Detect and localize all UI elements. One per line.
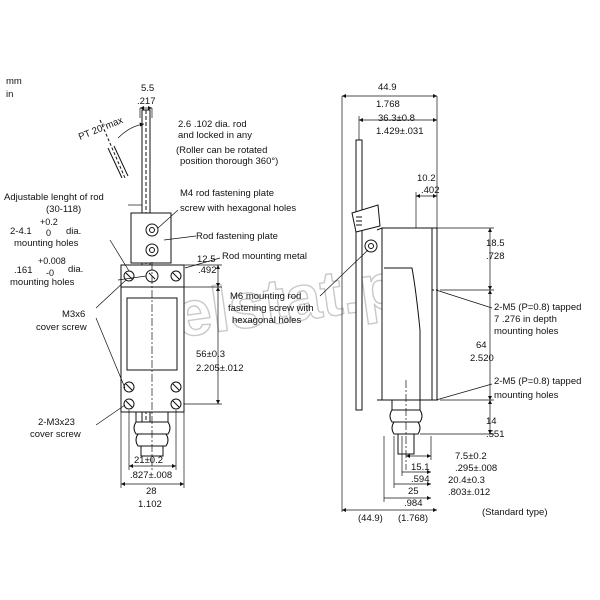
m6-label-1: M6 mounting rod [230,291,301,302]
m5-tap-1: 2-M5 (P=0.8) tapped [494,302,581,313]
unit-mm: mm [6,76,22,87]
m6-label-2: fastening screw with [228,303,314,314]
dim-1102: 1.102 [138,499,162,510]
m6-label-3: hexagonal holes [232,315,301,326]
dim-827: .827±.008 [130,470,172,481]
hole1-plus: +0.2 [40,217,58,227]
roller-note-2: position thorough 360°) [180,156,278,167]
dim-594: .594 [411,474,430,485]
right-view-drawing [351,139,440,470]
hole2-plus: +0.008 [38,256,66,266]
m4-plate-2: screw with hexagonal holes [180,203,296,214]
angle-label: PT 20°max [77,115,125,143]
dim-363: 36.3±0.8 [378,113,415,124]
standard-type-label: (Standard type) [482,507,547,518]
dim-204: 20.4±0.3 [448,475,485,486]
m5-tap-2: 7 .276 in depth [494,314,557,325]
adj-rod-1: Adjustable lenght of rod [4,192,104,203]
dim-bottom-mm: (44.9) [358,513,383,524]
dim-56: 56±0.3 [196,349,225,360]
dim-185: 18.5 [486,238,505,249]
rod-plate-label: Rod fastening plate [196,231,278,242]
dim-64: 64 [476,340,487,351]
dim-top-in: .217 [137,96,156,107]
m3x23-label-2: cover screw [30,429,81,440]
m4-plate-1: M4 rod fastening plate [180,188,274,199]
dim-803: .803±.012 [448,487,490,498]
dim-551: .551 [486,429,505,440]
m3x6-label-2: cover screw [36,322,87,333]
dim-21: 21±0.2 [134,455,163,466]
dim-402: .402 [421,185,440,196]
dim-12-5: 12.5 [197,254,216,265]
dim-1768: 1.768 [376,99,400,110]
m5-bottom-2: mounting holes [494,390,559,401]
hole2-dim: .161 [14,265,33,276]
dim-bottom-in: (1.768) [398,513,428,524]
dim-492: .492 [198,265,217,276]
dim-151: 15.1 [411,462,430,473]
rod-note-1: 2.6 .102 dia. rod [178,119,247,130]
dim-top-mm: 5.5 [141,83,154,94]
hole1-zero: 0 [46,228,51,238]
dim-14: 14 [486,416,497,427]
dim-2205: 2.205±.012 [196,363,243,374]
dim-295: .295±.008 [455,463,497,474]
roller-note-1: (Roller can be rotated [176,145,267,156]
hole2-minus: -0 [46,268,54,278]
dim-1429: 1.429±.031 [376,126,423,137]
dim-75: 7.5±0.2 [455,451,487,462]
unit-in: in [6,89,13,100]
dim-449: 44.9 [378,82,397,93]
m3x23-label: 2-M3x23 [38,417,75,428]
dim-984: .984 [404,498,423,509]
dim-102: 10.2 [417,173,436,184]
hole2-label: mounting holes [10,277,75,288]
dim-728: .728 [486,251,505,262]
left-view-drawing [99,109,185,470]
hole1-dia: dia. [66,226,81,237]
left-view-dimensions [95,105,222,488]
hole2-dia: dia. [68,264,83,275]
dim-28: 28 [146,486,157,497]
adj-rod-2: (30-118) [46,204,81,215]
hole1-label: mounting holes [14,238,79,249]
rod-note-2: and locked in any [178,130,252,141]
m3x6-label: M3x6 [62,309,85,320]
m5-tap-3: mounting holes [494,326,559,337]
rod-metal-label: Rod mounting metal [222,251,307,262]
m5-bottom-1: 2-M5 (P=0.8) tapped [494,376,581,387]
dim-2520: 2.520 [470,353,494,364]
hole1-dim: 2-4.1 [10,226,32,237]
right-view-dimensions [319,93,494,513]
dim-25: 25 [408,486,419,497]
